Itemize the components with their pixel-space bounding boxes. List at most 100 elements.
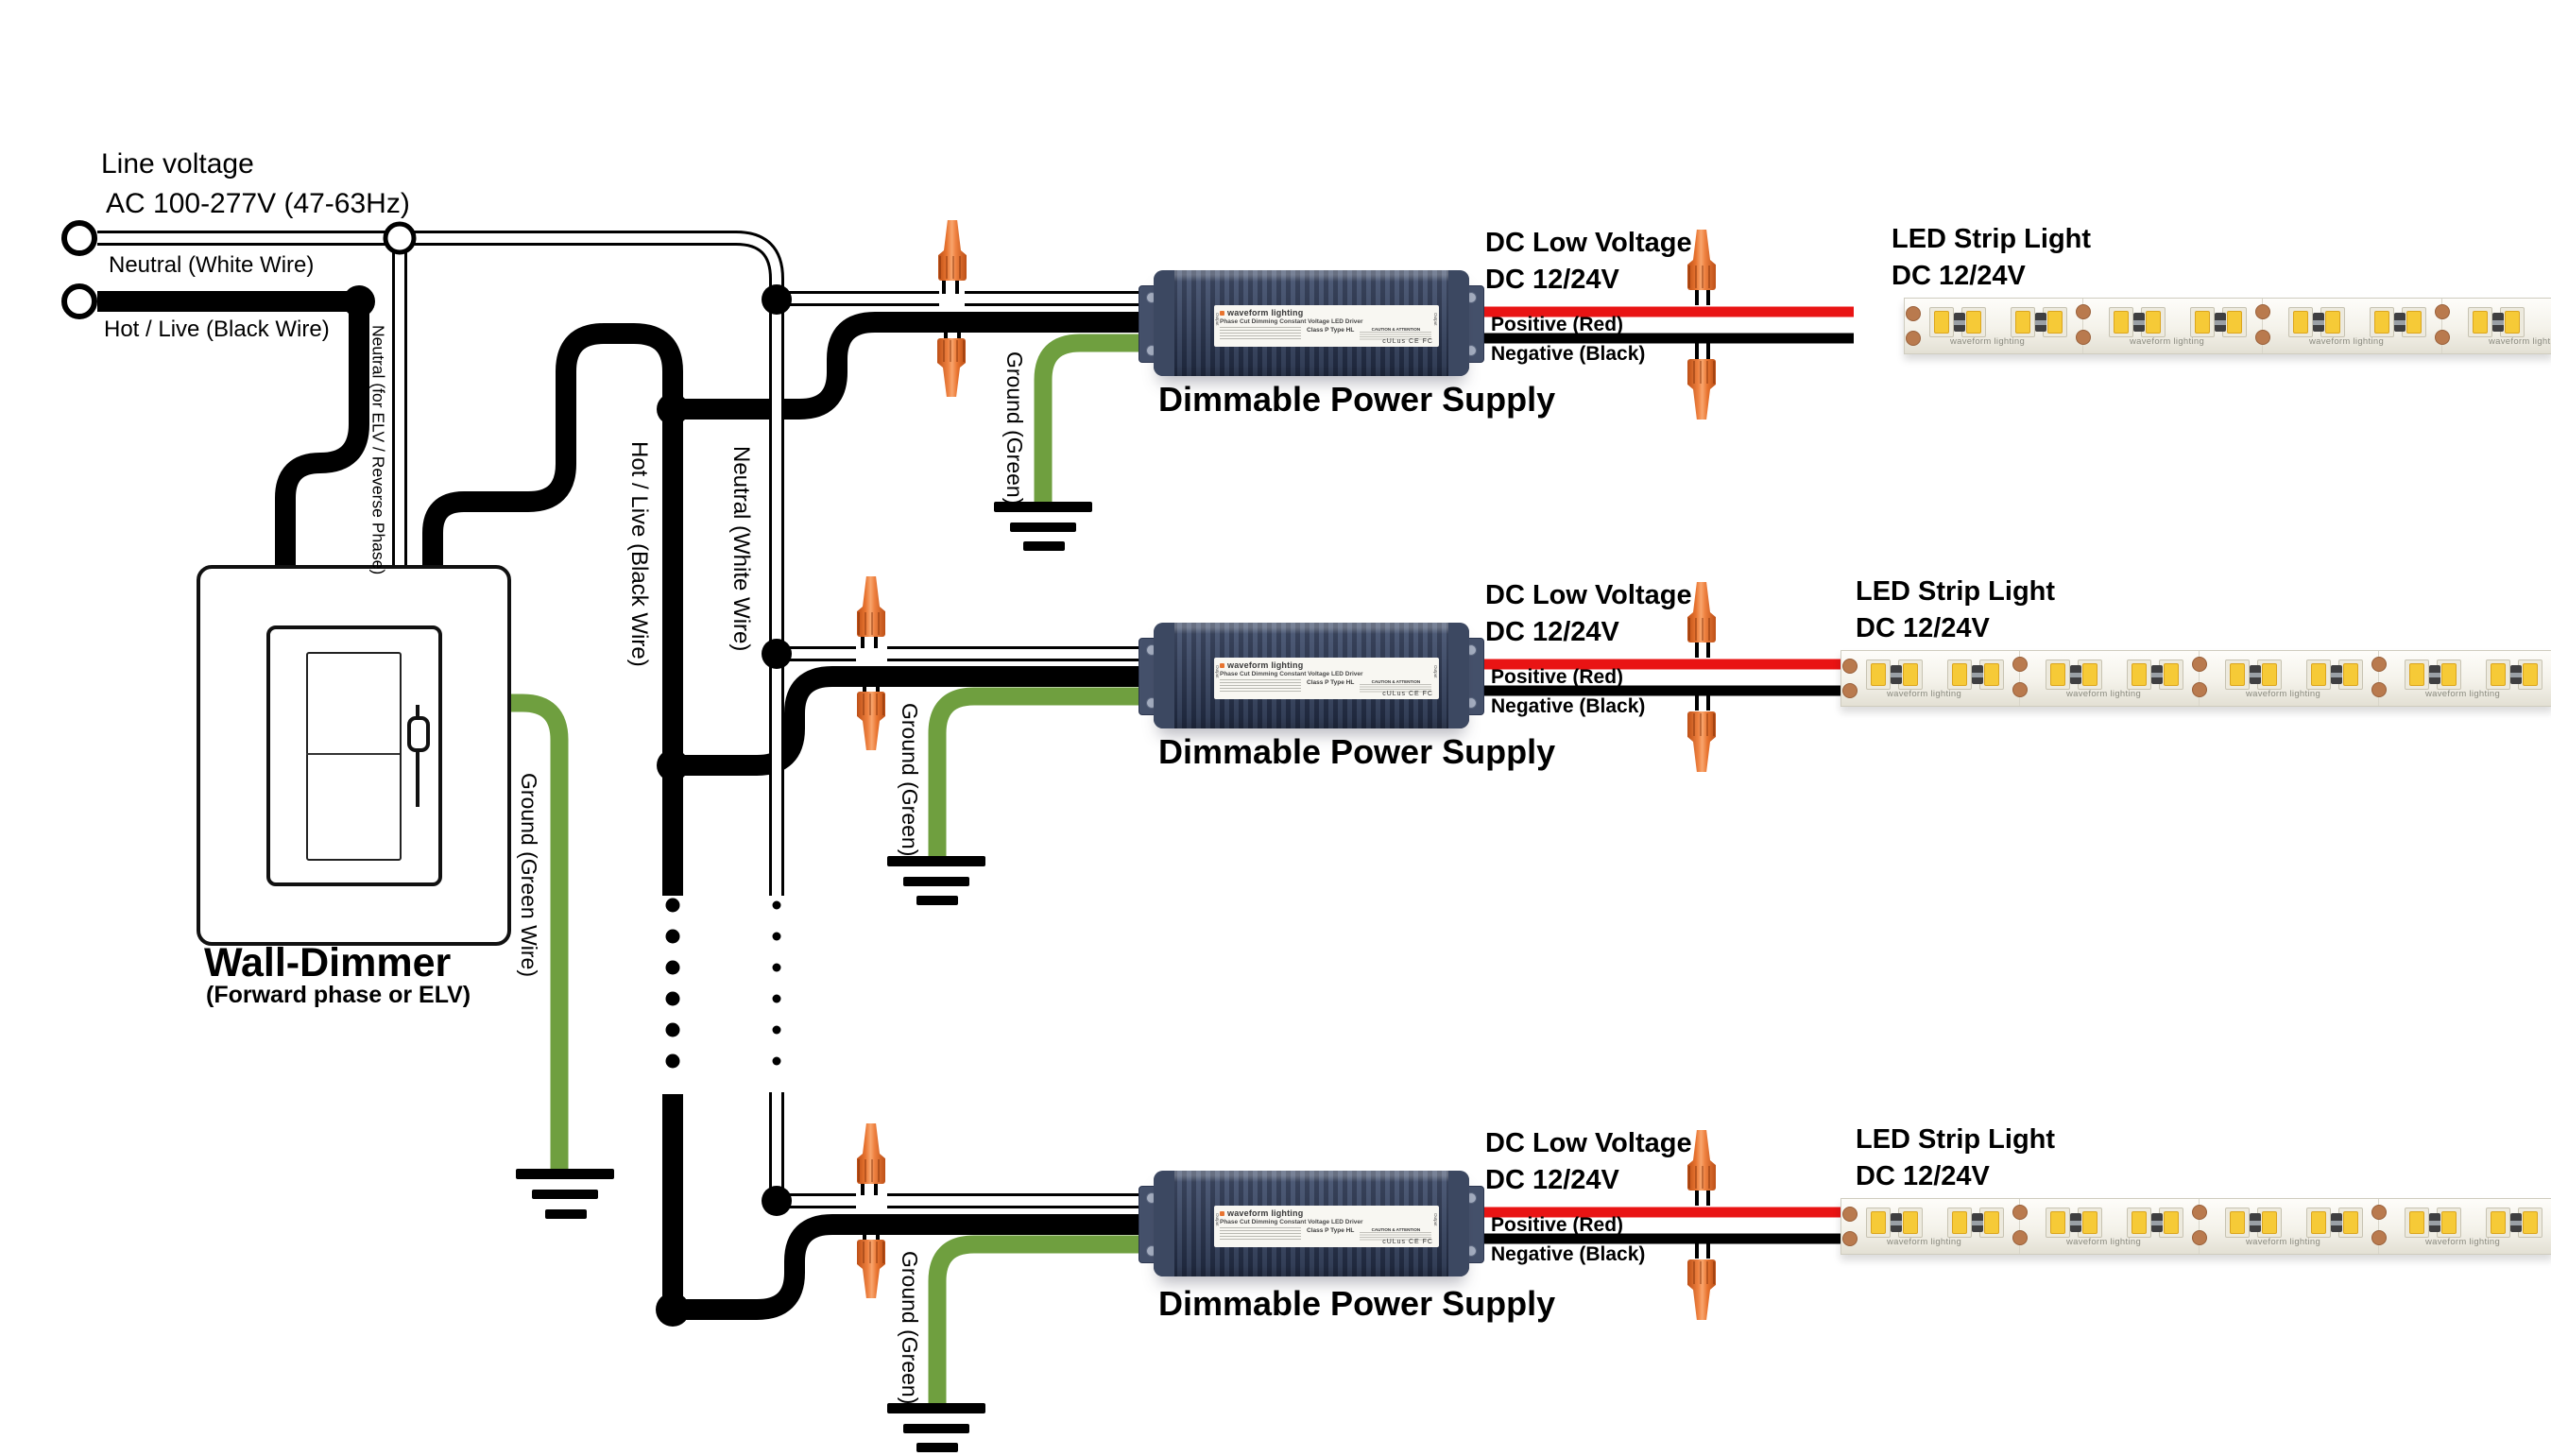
solder-pad	[2192, 1205, 2207, 1220]
nut-stubs	[861, 281, 1710, 1259]
led-chip	[2370, 307, 2394, 337]
led-chip	[1866, 659, 1891, 690]
solder-pad	[1842, 1231, 1858, 1246]
solder-pad	[2012, 657, 2028, 672]
cut-line	[2019, 1199, 2020, 1254]
resistor-chip	[2313, 313, 2324, 332]
power-supply-3: Output Output waveform lighting Phase Cu…	[1139, 1171, 1484, 1276]
psu-output-text: Output	[1433, 313, 1438, 326]
resistor-chip	[2250, 1213, 2261, 1232]
resistor-chip	[2331, 1213, 2342, 1232]
cut-line	[2199, 651, 2200, 706]
dc-low-voltage-label: DC Low Voltage	[1485, 580, 1692, 610]
wire-ground-3	[928, 1235, 1158, 1404]
psu-caution-title: CAUTION & ATTENTION	[1371, 1227, 1421, 1232]
solder-pad	[2371, 657, 2387, 672]
led-chip	[2225, 659, 2250, 690]
led-chip	[2486, 1208, 2510, 1238]
solder-pad	[2192, 1230, 2207, 1245]
junction-dots	[343, 284, 792, 1327]
psu-class: Class P Type HL	[1307, 327, 1355, 334]
resistor-chip	[2429, 665, 2440, 684]
led-chip	[2288, 307, 2313, 337]
wire-nut	[1687, 230, 1716, 290]
psu-endcap	[1448, 1171, 1469, 1276]
solder-pad	[1842, 683, 1858, 698]
led-chip	[1929, 307, 1954, 337]
resistor-chip	[2133, 313, 2145, 332]
led-voltage-label: DC 12/24V	[1892, 261, 2026, 291]
ground-symbol-dimmer	[516, 1169, 614, 1219]
led-chip	[2046, 659, 2070, 690]
resistor-chip	[2510, 665, 2522, 684]
led-chip	[2338, 1208, 2363, 1238]
wire-hot-to-dimmer	[275, 301, 369, 571]
resistor-chip	[2035, 313, 2046, 332]
led-strip-label: LED Strip Light	[1856, 1124, 2056, 1155]
solder-pad	[1906, 331, 1921, 346]
positive-label: Positive (Red)	[1491, 1214, 1624, 1236]
led-chip	[2402, 307, 2426, 337]
led-voltage-label: DC 12/24V	[1856, 613, 1990, 643]
led-chip	[2046, 1208, 2070, 1238]
psu-spec-lines	[1220, 327, 1301, 340]
solder-pad	[1842, 659, 1858, 674]
wire-nut	[1687, 1259, 1716, 1320]
strip-print-label: waveform lighting	[2489, 336, 2551, 347]
solder-pad	[2435, 330, 2450, 345]
elv-neutral-label: Neutral (for ELV / Reverse Phase)	[368, 325, 388, 575]
ground-symbol-3	[887, 1403, 985, 1452]
strip-print-label: waveform lighting	[1887, 1237, 1962, 1247]
cut-line	[2441, 299, 2442, 353]
psu-endcap	[1154, 1171, 1174, 1276]
psu-brand: waveform lighting	[1220, 1208, 1433, 1218]
solder-pad	[1842, 1207, 1858, 1222]
cut-line	[2378, 1199, 2379, 1254]
power-supply-1: Output Output waveform lighting Phase Cu…	[1139, 270, 1484, 376]
resistor-chip	[1891, 665, 1902, 684]
psu-caution-box: CAUTION & ATTENTION	[1360, 327, 1432, 341]
led-chip	[2222, 307, 2247, 337]
hot-input-label: Hot / Live (Black Wire)	[104, 317, 330, 342]
cut-line	[2082, 299, 2083, 353]
dimmer-slider-handle	[407, 716, 430, 752]
wire-hot-branch-3	[673, 1214, 1158, 1320]
led-chip	[2225, 1208, 2250, 1238]
dc-low-voltage-label: DC Low Voltage	[1485, 1128, 1692, 1158]
led-chip	[1947, 659, 1972, 690]
wire-nut	[1687, 711, 1716, 772]
neutral-bus-label: Neutral (White Wire)	[728, 446, 754, 652]
led-chip	[2306, 1208, 2331, 1238]
terminal-neutral	[61, 220, 97, 256]
resistor-chip	[1891, 1213, 1902, 1232]
solder-pad	[2012, 1230, 2028, 1245]
led-chip	[1947, 1208, 1972, 1238]
psu-output-text: Output	[1215, 1213, 1220, 1226]
resistor-chip	[2215, 313, 2226, 332]
resistor-chip	[1972, 1213, 1983, 1232]
strip-print-label: waveform lighting	[2425, 689, 2501, 699]
resistor-chip	[2429, 1213, 2440, 1232]
wire-hot-branch-1	[673, 312, 1158, 420]
solder-pad	[2012, 1205, 2028, 1220]
solder-pad	[2076, 304, 2091, 319]
dc-voltage-label: DC 12/24V	[1485, 1165, 1619, 1195]
dc-voltage-label: DC 12/24V	[1485, 617, 1619, 647]
dimmer-paddle	[306, 652, 402, 861]
psu-brand: waveform lighting	[1220, 660, 1433, 670]
wall-dimmer	[197, 565, 511, 946]
led-chip	[2405, 1208, 2429, 1238]
wire-ground-2	[928, 687, 1158, 857]
positive-label: Positive (Red)	[1491, 666, 1624, 688]
dimmer-slider-track	[416, 705, 419, 807]
psu-caution-lines	[1360, 1232, 1432, 1242]
led-chip	[2109, 307, 2133, 337]
cut-line	[2019, 651, 2020, 706]
resistor-chip	[2510, 1213, 2522, 1232]
strip-print-label: waveform lighting	[1887, 689, 1962, 699]
cut-line	[2378, 651, 2379, 706]
